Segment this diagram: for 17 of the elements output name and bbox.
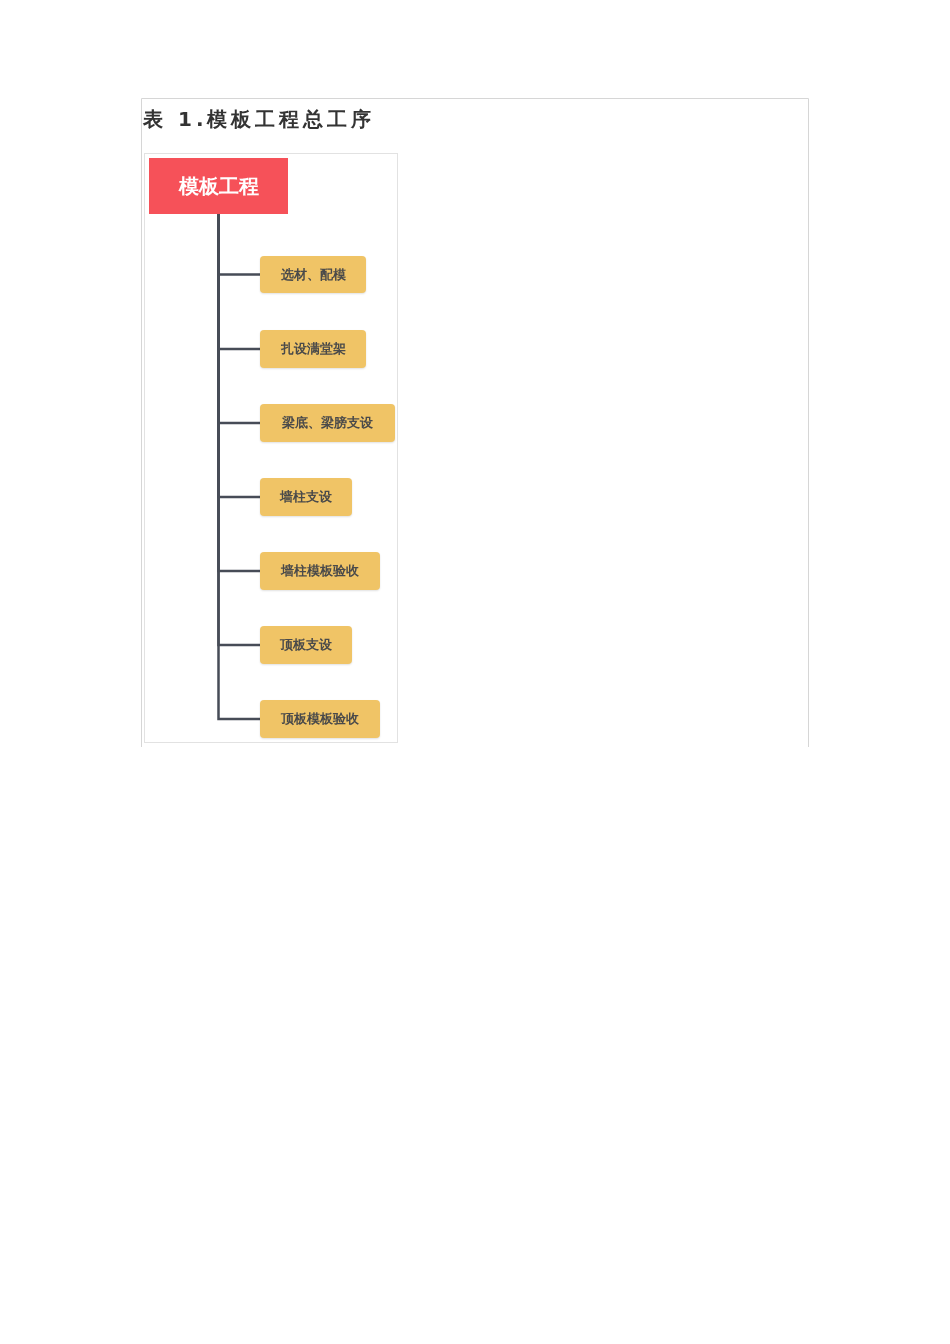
box-label: 扎设满堂架 <box>280 340 346 358</box>
title-box <box>149 158 288 214</box>
step-box <box>260 404 395 442</box>
box-label: 顶板支设 <box>280 636 332 654</box>
step-box <box>260 256 366 293</box>
step-box <box>260 552 380 590</box>
step-box <box>260 478 352 516</box>
box-label: 顶板模板验收 <box>281 710 359 728</box>
box-label: 模板工程 <box>178 172 259 200</box>
box-label: 梁底、梁膀支设 <box>282 414 373 432</box>
table-title: 表 1.模板工程总工序 <box>143 106 376 132</box>
step-box <box>260 700 380 738</box>
box-label: 选材、配模 <box>280 265 346 284</box>
step-box <box>260 626 352 664</box>
box-label: 墙柱模板验收 <box>281 562 359 580</box>
step-box <box>260 330 366 368</box>
box-label: 墙柱支设 <box>280 488 332 506</box>
